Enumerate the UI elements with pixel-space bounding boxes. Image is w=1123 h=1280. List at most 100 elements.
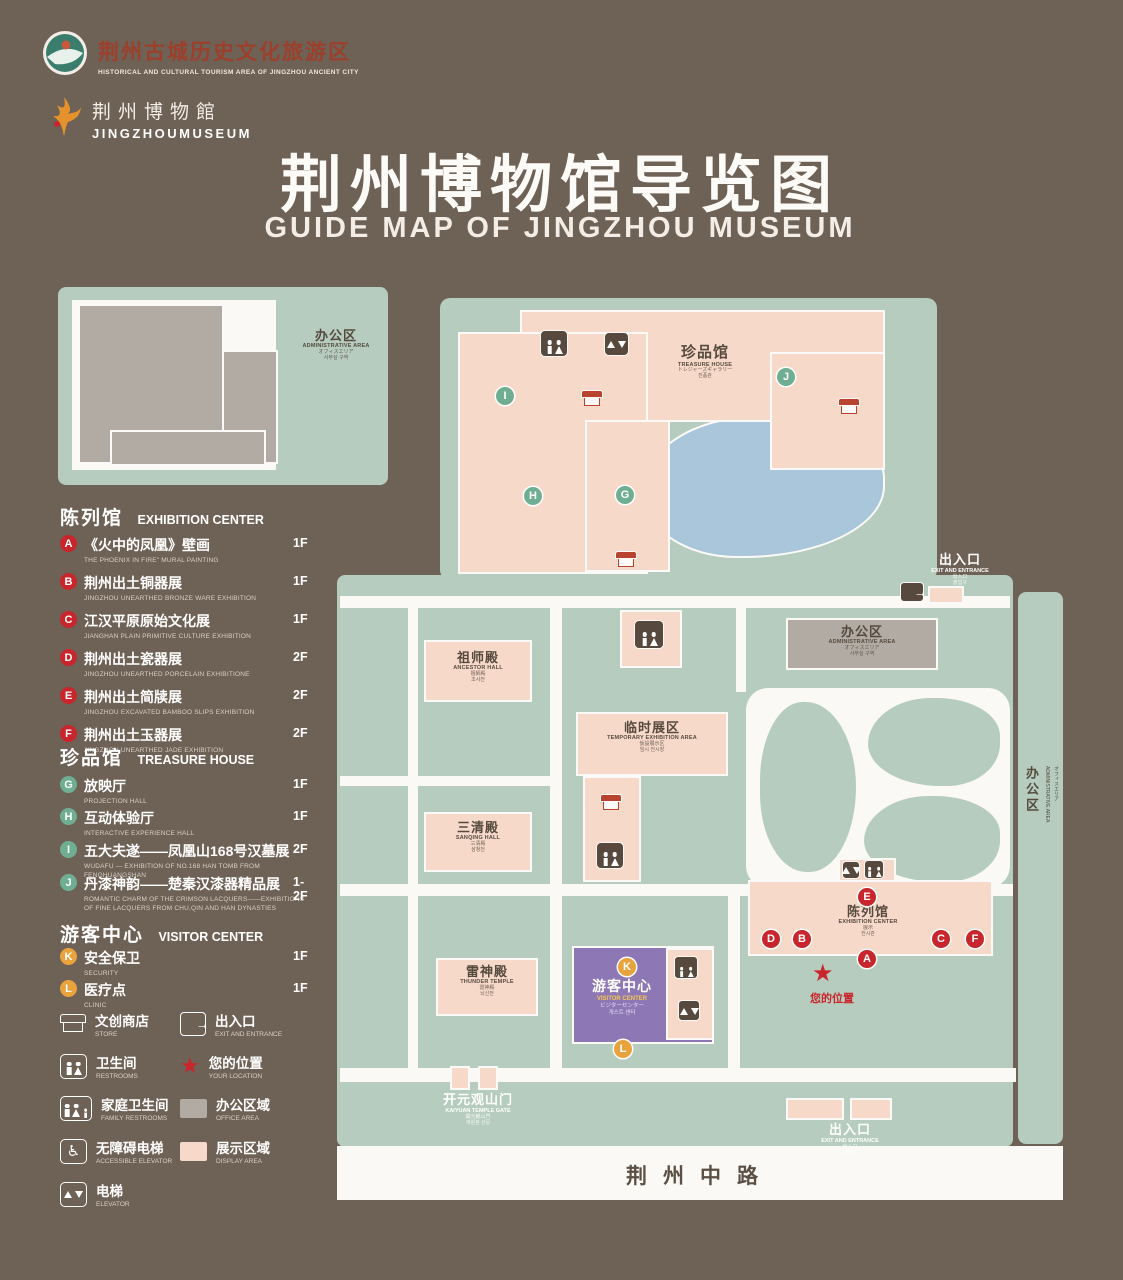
store-icon xyxy=(615,551,637,568)
label-gate-jp: 開元観山門 xyxy=(465,1114,491,1121)
label-admin-east-jp: オフィスエリア xyxy=(1053,766,1059,801)
path xyxy=(728,896,740,1068)
legend-item-H: H 互动体验厅 1F INTERACTIVE EXPERIENCE HALL xyxy=(60,808,315,839)
legend-item-L: L 医疗点 1F CLINIC xyxy=(60,980,315,1011)
tourism-logo-emblem xyxy=(43,31,87,75)
legend-item-en: JINGZHOU UNEARTHED PORCELAIN EXHIBITIONE xyxy=(84,671,250,678)
label-admin-mid-jp: オフィスエリア xyxy=(844,644,880,651)
map-marker-B: B xyxy=(793,930,811,948)
label-admin-nw-cn: 办公区 xyxy=(314,328,357,343)
section-title-cn: 陈列馆 xyxy=(60,508,124,529)
label-admin-nw-jp: オフィスエリア xyxy=(318,348,354,355)
label-exit-east-en: EXIT AND ENTRANCE xyxy=(931,567,989,574)
legend-item-floor: 1F xyxy=(293,574,308,588)
label-sanqing-en: SANQING HALL xyxy=(455,835,501,842)
legend-item-floor: 2F xyxy=(293,650,308,664)
symbol-en: STORE xyxy=(95,1031,118,1038)
legend-item-floor: 1F xyxy=(293,612,308,626)
man-figure-icon xyxy=(641,632,648,646)
legend-item-floor: 1F xyxy=(293,809,308,823)
down-arrow-icon xyxy=(852,867,861,874)
ancestor-hall-building xyxy=(424,640,532,702)
path xyxy=(550,596,562,1074)
exit-icon xyxy=(180,1012,206,1036)
symbol-en: ACCESSIBLE ELEVATOR xyxy=(96,1158,173,1165)
down-arrow-icon xyxy=(618,341,626,348)
marker-B-badge: B xyxy=(60,573,77,590)
legend-item-A: A 《火中的凤凰》壁画 1F THE PHOENIX IN FIRE" MURA… xyxy=(60,535,315,566)
label-gate-kr: 개원관 산문 xyxy=(465,1120,491,1127)
legend-item-floor: 1F xyxy=(293,981,308,995)
path xyxy=(340,596,1010,608)
woman-figure-icon xyxy=(876,867,881,877)
label-thunder-kr: 뇌신전 xyxy=(480,990,494,997)
marker-E-badge: E xyxy=(60,687,77,704)
admin-northwest-building-c xyxy=(110,430,266,466)
symbol-cn: 电梯 xyxy=(96,1184,123,1199)
label-admin-east-en: ADMINISTRATIVE AREA xyxy=(1044,766,1050,823)
restroom-icon xyxy=(864,860,884,879)
up-arrow-icon xyxy=(607,341,615,348)
label-treasure-house: 珍品馆 TREASURE HOUSE トレジャーズギャラリー 진품관 xyxy=(645,344,765,380)
legend-item-floor: 2F xyxy=(293,688,308,702)
man-figure-icon xyxy=(867,867,872,877)
legend-item-en: ROMANTIC CHARM OF THE CRIMSON LACQUERS——… xyxy=(84,896,305,912)
woman-figure-icon xyxy=(611,852,618,866)
label-sanqing-hall: 三清殿 SANQING HALL 三清殿 삼청전 xyxy=(424,820,532,854)
label-visitor-en: VISITOR CENTER xyxy=(596,995,648,1002)
legend-item-I: I 五大夫遂——凤凰山168号汉墓展 2F WUDAFU — EXHIBITIO… xyxy=(60,841,315,881)
label-gate: 开元观山门 KAIYUAN TEMPLE GATE 開元観山門 개원관 산문 xyxy=(408,1092,548,1126)
map-marker-D: D xyxy=(762,930,780,948)
label-exit-south-jp: 出入口 xyxy=(842,1144,858,1151)
label-sanqing-jp: 三清殿 xyxy=(470,840,486,847)
label-gate-cn: 开元观山门 xyxy=(442,1092,513,1107)
map-marker-H: H xyxy=(524,487,542,505)
legend-item-cn: 医疗点 xyxy=(84,982,126,998)
marker-K-badge: K xyxy=(60,948,77,965)
restroom-icon xyxy=(674,956,698,979)
legend-section-treasure: 珍品馆 TREASURE HOUSE xyxy=(60,743,360,770)
map-marker-F: F xyxy=(966,930,984,948)
label-road: 荆州中路 xyxy=(626,1165,774,1188)
tourism-area-logo xyxy=(42,30,88,76)
label-visitor-cn: 游客中心 xyxy=(592,978,652,994)
label-thunder-temple: 雷神殿 THUNDER TEMPLE 雷神殿 뇌신전 xyxy=(436,964,538,998)
label-exhibition-kr: 전시관 xyxy=(861,930,875,937)
map-marker-C: C xyxy=(932,930,950,948)
label-ancestor-hall: 祖师殿 ANCESTOR HALL 祖師殿 조사전 xyxy=(424,650,532,684)
legend-item-en: INTERACTIVE EXPERIENCE HALL xyxy=(84,830,195,837)
symbol-en: YOUR LOCATION xyxy=(208,1073,263,1080)
section-title-en: TREASURE HOUSE xyxy=(137,753,255,767)
label-thunder-cn: 雷神殿 xyxy=(465,964,508,979)
label-exit-south-cn: 出入口 xyxy=(828,1122,871,1137)
marker-D-badge: D xyxy=(60,649,77,666)
elevator-icon xyxy=(60,1181,87,1207)
symbol-en: ELEVATOR xyxy=(96,1201,130,1208)
marker-A-badge: A xyxy=(60,535,77,552)
path xyxy=(408,596,418,1074)
label-temporary-en: TEMPORARY EXHIBITION AREA xyxy=(607,735,697,742)
path xyxy=(340,776,550,786)
woman-figure-icon xyxy=(555,340,562,354)
label-admin-mid-kr: 사무실 구역 xyxy=(849,650,875,657)
label-admin-nw-kr: 사무실 구역 xyxy=(323,354,349,361)
label-treasure-kr: 진품관 xyxy=(698,373,712,380)
legend-item-C: C 江汉平原原始文化展 1F JIANGHAN PLAIN PRIMITIVE … xyxy=(60,611,315,642)
symbol-cn: 家庭卫生间 xyxy=(101,1098,169,1113)
legend-item-en: THE PHOENIX IN FIRE" MURAL PAINTING xyxy=(84,557,219,564)
south-gate-structure xyxy=(850,1098,892,1120)
label-temporary-jp: 仮設展示区 xyxy=(639,740,665,747)
legend-item-K: K 安全保卫 1F SECURITY xyxy=(60,948,315,979)
sanqing-hall-building xyxy=(424,812,532,872)
display-area-swatch xyxy=(180,1141,207,1161)
label-exit-east-cn: 出入口 xyxy=(938,552,981,567)
label-exhibition-en: EXHIBITION CENTER xyxy=(838,919,898,926)
section-title-en: VISITOR CENTER xyxy=(158,930,264,944)
label-ancestor-kr: 조사전 xyxy=(471,676,485,683)
your-location-star-icon xyxy=(180,1055,200,1077)
label-sanqing-cn: 三清殿 xyxy=(456,820,499,835)
label-gate-en: KAIYUAN TEMPLE GATE xyxy=(445,1107,511,1114)
symbol-cn: 办公区域 xyxy=(216,1098,270,1113)
